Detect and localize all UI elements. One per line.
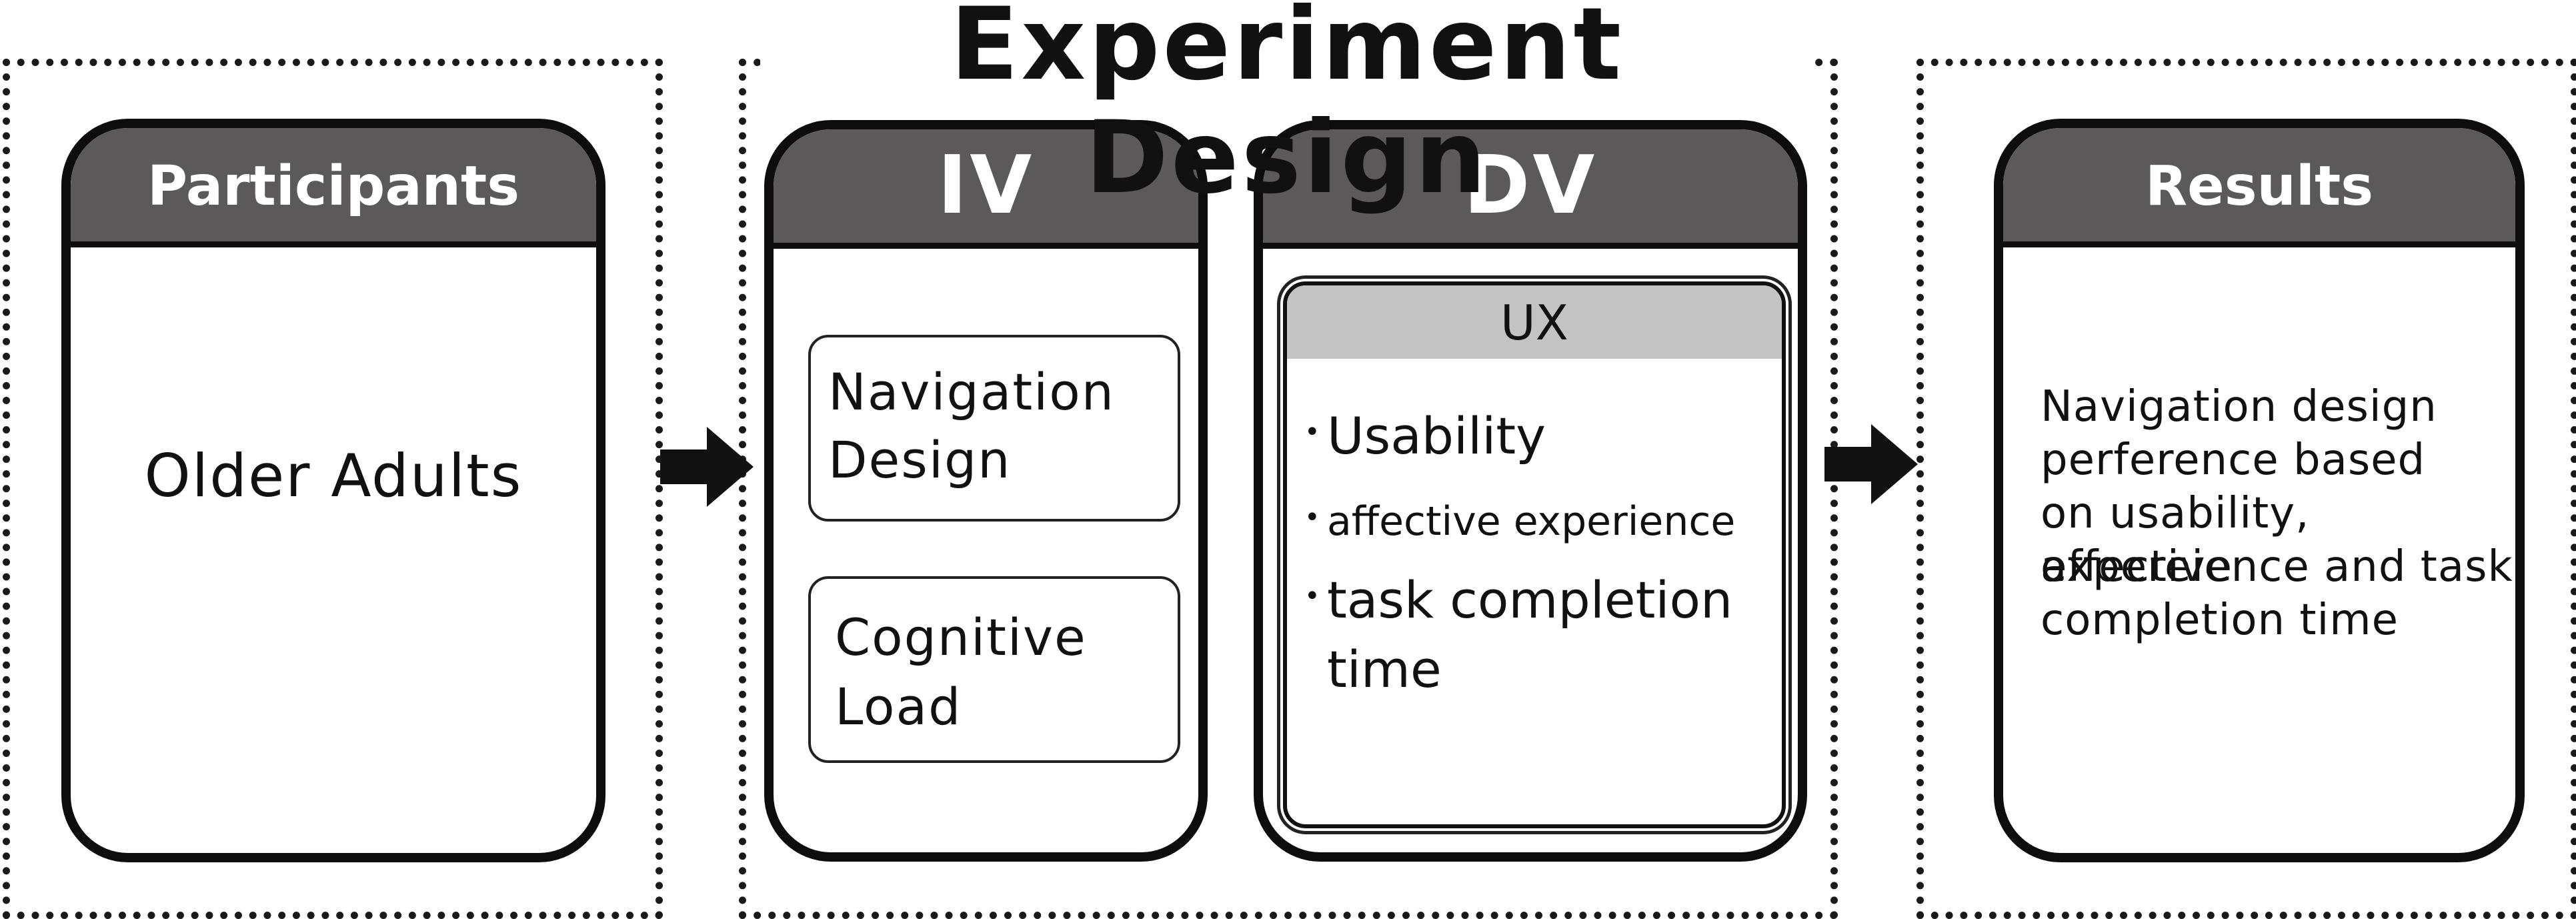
dv-bullet-task-completion: • task completion: [1304, 566, 1733, 635]
iv-item-line: Cognitive: [835, 608, 1087, 667]
arrow-right-icon: [660, 427, 754, 507]
bullet-text: affective experience: [1327, 498, 1736, 545]
participants-header: Participants: [71, 128, 596, 247]
results-group-frame: [1916, 59, 2576, 919]
iv-item-cognitive-load: Cognitive Load: [808, 576, 1180, 763]
results-header: Results: [2003, 128, 2515, 247]
results-line: expereience and task: [2041, 542, 2513, 592]
participants-card: Participants Older Adults: [61, 119, 605, 862]
participants-group-frame: [3, 59, 663, 919]
dv-bullet-usability: • Usability: [1304, 401, 1546, 471]
dv-bullet-affective: • affective experience: [1304, 487, 1736, 556]
ux-panel: UX • Usability • affective experience • …: [1283, 281, 1786, 828]
iv-item-line: Design: [828, 430, 1012, 490]
ux-panel-title: UX: [1287, 285, 1782, 359]
participants-body: Older Adults: [144, 441, 523, 510]
bullet-text: Usability: [1327, 406, 1546, 466]
bullet-dot-icon: •: [1304, 502, 1320, 533]
bullet-text: time: [1327, 640, 1442, 699]
dv-card: DV UX • Usability • affective experience…: [1254, 120, 1807, 862]
iv-item-line: Load: [835, 677, 962, 736]
arrow-right-icon: [1824, 424, 1918, 504]
results-line: perference based: [2041, 435, 2426, 485]
dv-header: DV: [1263, 129, 1798, 249]
bullet-dot-icon: •: [1304, 581, 1320, 612]
results-line: completion time: [2041, 596, 2399, 645]
results-card: Results Navigation design perference bas…: [1994, 119, 2525, 862]
bullet-dot-icon: •: [1304, 417, 1320, 447]
results-line: Navigation design: [2041, 382, 2437, 431]
iv-card: IV Navigation Design Cognitive Load: [764, 120, 1208, 862]
dv-bullet-time: time: [1327, 635, 1442, 704]
diagram-title: Experiment Design: [760, 0, 1814, 215]
iv-item-line: Navigation: [828, 362, 1115, 421]
bullet-text: task completion: [1327, 570, 1733, 630]
results-line: on usability, affective: [2041, 489, 2310, 592]
iv-item-navigation-design: Navigation Design: [808, 335, 1180, 522]
iv-header: IV: [774, 129, 1198, 249]
